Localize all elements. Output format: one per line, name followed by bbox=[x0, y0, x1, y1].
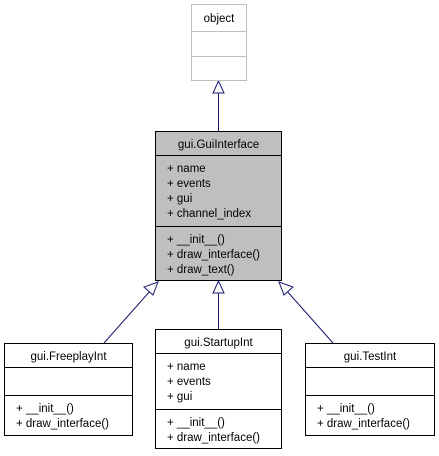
class-title: gui.TestInt bbox=[344, 351, 397, 363]
edge-testint-to-guiinterface bbox=[278, 281, 334, 344]
class-box-freeplay[interactable]: gui.FreeplayInt + __init__() + draw_inte… bbox=[4, 343, 133, 436]
method-draw-text: + draw_text() bbox=[167, 264, 235, 276]
method-draw-interface: + draw_interface() bbox=[16, 418, 109, 430]
attribute-events: + events bbox=[167, 178, 211, 190]
attribute-events: + events bbox=[167, 376, 211, 388]
method-init: + __init__() bbox=[16, 403, 74, 415]
inheritance-arrowhead bbox=[278, 281, 294, 296]
method-draw-interface: + draw_interface() bbox=[317, 418, 410, 430]
class-box-testint[interactable]: gui.TestInt + __init__() + draw_interfac… bbox=[305, 343, 435, 436]
class-title: gui.StartupInt bbox=[184, 337, 253, 349]
edge-freeplay-to-guiinterface bbox=[103, 281, 159, 344]
class-title: object bbox=[204, 13, 235, 25]
attribute-channel-index: + channel_index bbox=[167, 208, 251, 220]
attribute-name: + name bbox=[167, 163, 206, 175]
edge-startup-to-guiinterface bbox=[212, 279, 225, 329]
attribute-gui: + gui bbox=[167, 391, 192, 403]
inheritance-arrowhead bbox=[212, 279, 225, 294]
method-init: + __init__() bbox=[167, 417, 225, 429]
attribute-gui: + gui bbox=[167, 193, 192, 205]
method-draw-interface: + draw_interface() bbox=[167, 432, 260, 444]
inheritance-arrowhead bbox=[212, 79, 225, 94]
method-init: + __init__() bbox=[317, 403, 375, 415]
method-init: + __init__() bbox=[167, 234, 225, 246]
method-draw-interface: + draw_interface() bbox=[167, 249, 260, 261]
class-box-startup[interactable]: gui.StartupInt + name + events + gui + _… bbox=[155, 329, 282, 449]
edge-guiinterface-to-object bbox=[212, 79, 225, 131]
class-box-object[interactable]: object bbox=[191, 4, 247, 81]
class-title: gui.FreeplayInt bbox=[30, 351, 107, 363]
attribute-name: + name bbox=[167, 361, 206, 373]
inheritance-edges bbox=[103, 79, 334, 344]
class-title: gui.GuiInterface bbox=[178, 139, 259, 151]
class-box-guiinterface[interactable]: gui.GuiInterface + name + events + gui +… bbox=[155, 131, 282, 281]
inheritance-arrowhead bbox=[143, 281, 159, 296]
